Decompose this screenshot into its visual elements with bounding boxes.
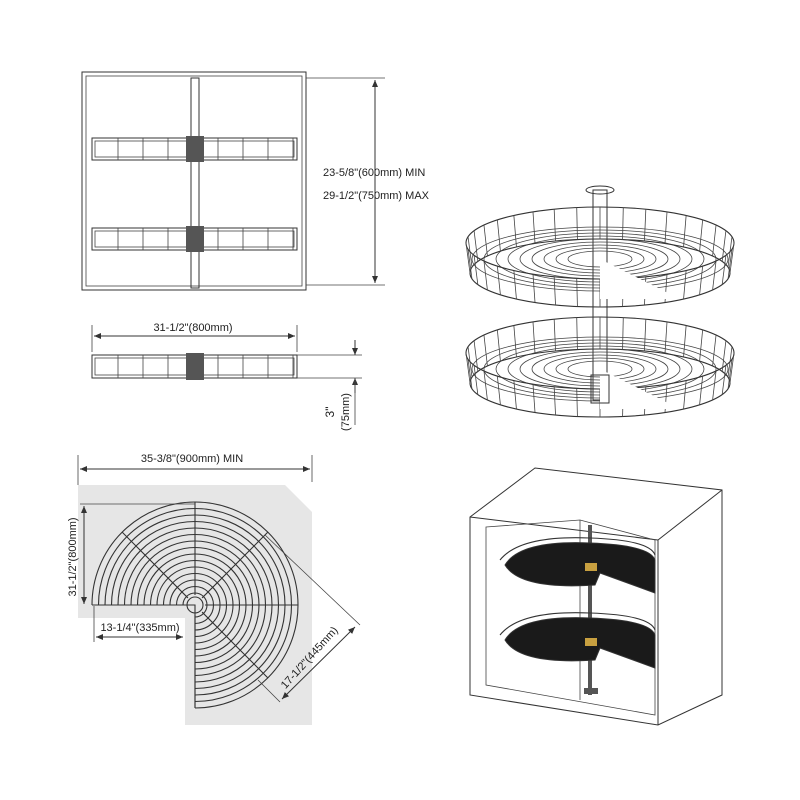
height-min-label: 23-5/8"(600mm) MIN bbox=[323, 167, 425, 179]
depth-inch-label: 3" bbox=[323, 407, 337, 418]
shelf-upper bbox=[91, 136, 298, 162]
cabinet-outline bbox=[469, 467, 723, 726]
shelf-lower bbox=[91, 226, 298, 252]
basket-3d bbox=[465, 206, 735, 308]
basket-depth-label: 31-1/2"(800mm) bbox=[67, 517, 79, 596]
product-3d-view bbox=[465, 185, 735, 418]
shelf-side bbox=[91, 353, 298, 380]
depth-mm-label: (75mm) bbox=[340, 393, 352, 431]
cutout-width-label: 13-1/4"(335mm) bbox=[100, 622, 179, 634]
shelf-width-label: 31-1/2"(800mm) bbox=[153, 322, 232, 334]
kidney-basket-top bbox=[91, 501, 299, 709]
top-view: 35-3/8"(900mm) MIN 31-1/2"(800mm) 13-1/4… bbox=[67, 453, 361, 725]
cabinet-width-label: 35-3/8"(900mm) MIN bbox=[141, 453, 243, 465]
height-max-label: 29-1/2"(750mm) MAX bbox=[323, 190, 430, 202]
radius-dimension bbox=[281, 626, 356, 700]
installed-baskets bbox=[499, 537, 656, 694]
cabinet-frame bbox=[81, 71, 307, 291]
installed-cabinet-view bbox=[469, 467, 723, 726]
center-pole bbox=[190, 77, 200, 289]
basket-3d bbox=[465, 316, 735, 418]
side-view: 31-1/2"(800mm) 3" (75mm) bbox=[91, 322, 362, 431]
installed-basket bbox=[504, 542, 656, 594]
installed-basket bbox=[504, 617, 656, 669]
front-view: 23-5/8"(600mm) MIN 29-1/2"(750mm) MAX bbox=[81, 71, 430, 291]
